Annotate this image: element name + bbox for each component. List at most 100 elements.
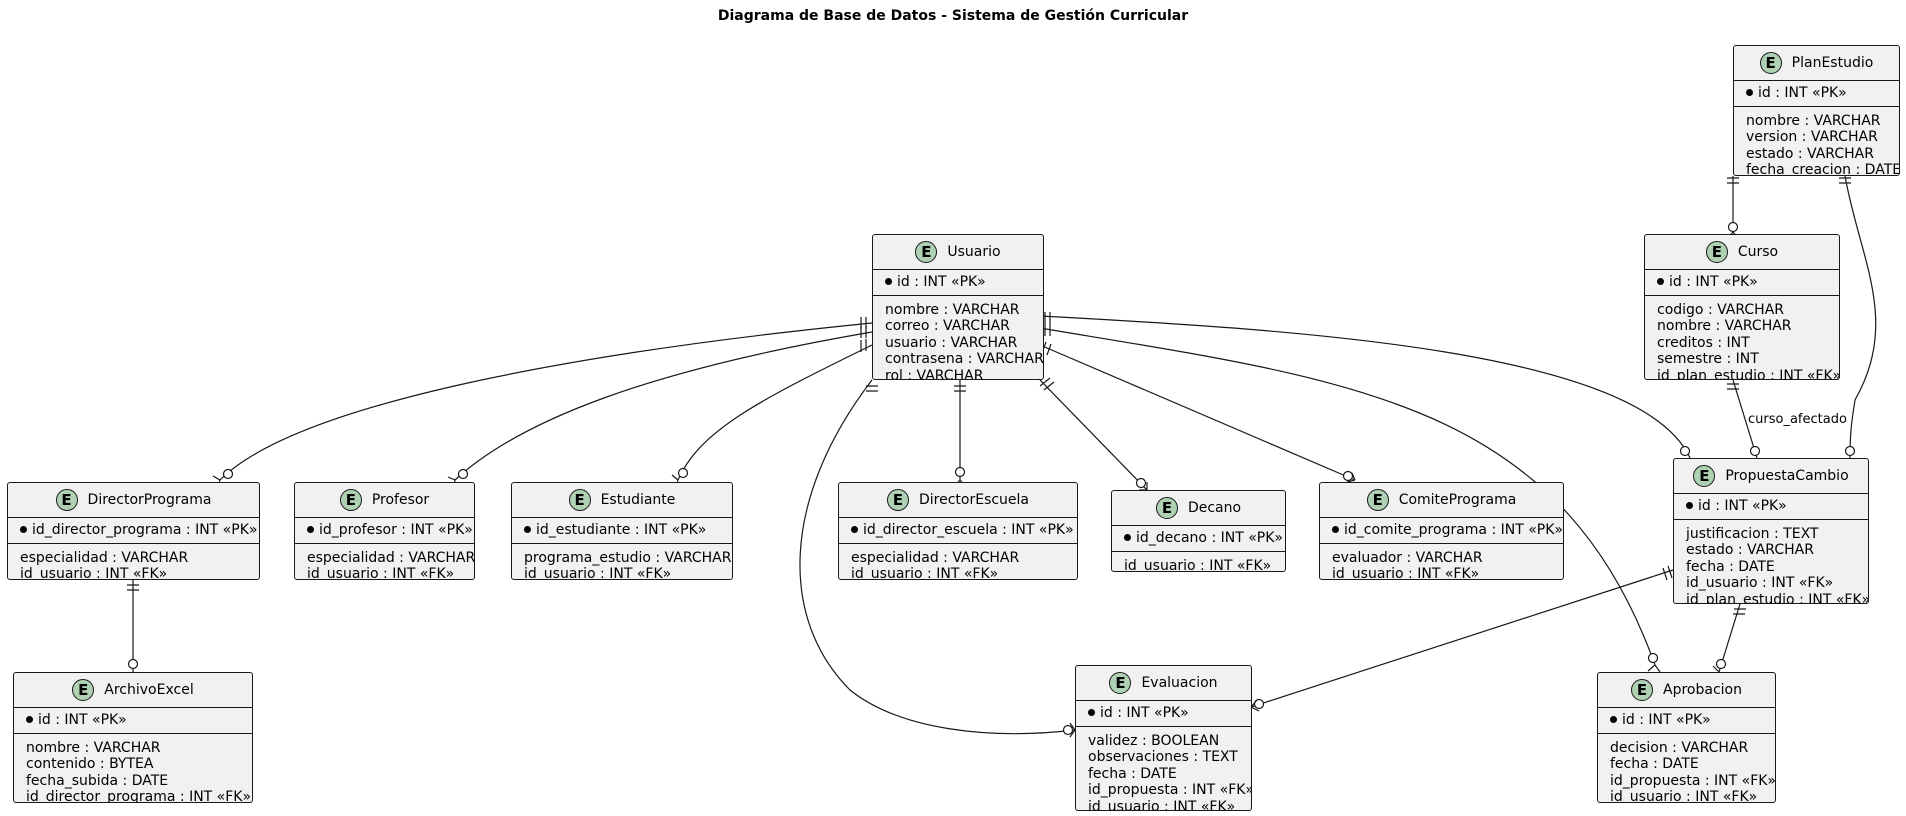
attribute-list: validez : BOOLEAN observaciones : TEXT f… (1076, 727, 1251, 811)
rel-usuario-profesor (447, 326, 873, 488)
rel-usuario-decano (1039, 377, 1148, 491)
primary-key-row: id_estudiante : INT «PK» (512, 518, 732, 544)
attribute: fecha : DATE (1610, 756, 1699, 772)
entity-comiteprograma[interactable]: E ComitePrograma id_comite_programa : IN… (1319, 482, 1564, 580)
entity-icon: E (568, 489, 591, 511)
rel-usuario-estudiante (671, 339, 873, 488)
attribute-list: nombre : VARCHAR version : VARCHAR estad… (1734, 107, 1899, 176)
attribute: contrasena : VARCHAR (885, 351, 1044, 367)
attribute: version : VARCHAR (1746, 129, 1878, 145)
entity-propuestacambio[interactable]: E PropuestaCambio id : INT «PK» justific… (1673, 458, 1869, 604)
attribute: especialidad : VARCHAR (20, 549, 189, 566)
entity-header: E PropuestaCambio (1674, 459, 1868, 494)
entity-name: Profesor (371, 491, 430, 508)
rel-propuesta-aprobacion (1712, 603, 1746, 679)
entity-header: E Aprobacion (1598, 673, 1775, 708)
entity-icon: E (1631, 679, 1654, 701)
rel-propuesta-evaluacion (1250, 565, 1674, 712)
attribute: usuario : VARCHAR (885, 334, 1018, 351)
rel-planestudio-curso (1726, 176, 1740, 240)
rel-usuario-comiteprograma (1039, 341, 1356, 483)
attribute: especialidad : VARCHAR (307, 549, 475, 566)
entity-icon: E (886, 489, 909, 511)
primary-key-row: id_profesor : INT «PK» (295, 518, 474, 544)
attribute: id_propuesta : INT «FK» (1610, 772, 1776, 789)
primary-key-icon (1746, 88, 1753, 96)
entity-header: E ArchivoExcel (14, 673, 252, 708)
attribute: fecha : DATE (1088, 765, 1177, 782)
entity-decano[interactable]: E Decano id_decano : INT «PK» id_usuario… (1111, 490, 1286, 572)
primary-key-icon (1657, 277, 1664, 285)
attribute: fecha : DATE (1686, 558, 1775, 575)
attribute: validez : BOOLEAN (1088, 732, 1220, 749)
entity-icon: E (339, 489, 362, 511)
primary-key-row: id_director_escuela : INT «PK» (839, 518, 1077, 544)
entity-directorescuela[interactable]: E DirectorEscuela id_director_escuela : … (838, 482, 1078, 580)
entity-icon: E (1366, 489, 1389, 511)
primary-key-icon (307, 525, 314, 533)
rel-usuario-directorescuela (953, 380, 967, 488)
entity-directorprograma[interactable]: E DirectorPrograma id_director_programa … (7, 482, 260, 580)
entity-profesor[interactable]: E Profesor id_profesor : INT «PK» especi… (294, 482, 475, 580)
entity-estudiante[interactable]: E Estudiante id_estudiante : INT «PK» pr… (511, 482, 733, 580)
entity-icon: E (1155, 497, 1178, 519)
entity-name: DirectorEscuela (918, 491, 1030, 508)
attribute: id_usuario : INT «FK» (1332, 566, 1480, 580)
attribute: id_usuario : INT «FK» (1610, 789, 1758, 803)
rel-directorprograma-archivoexcel (126, 580, 140, 680)
attribute: justificacion : TEXT (1686, 525, 1819, 542)
attribute: id_usuario : INT «FK» (20, 566, 168, 580)
attribute: estado : VARCHAR (1746, 145, 1874, 162)
attribute: id_usuario : INT «FK» (851, 566, 999, 580)
attribute-list: justificacion : TEXT estado : VARCHAR fe… (1674, 520, 1868, 604)
attribute-list: evaluador : VARCHAR id_usuario : INT «FK… (1320, 544, 1563, 580)
entity-curso[interactable]: E Curso id : INT «PK» codigo : VARCHAR n… (1644, 234, 1840, 380)
entity-name: Usuario (947, 243, 1001, 260)
entity-header: E Curso (1645, 235, 1839, 270)
entity-usuario[interactable]: E Usuario id : INT «PK» nombre : VARCHAR… (872, 234, 1044, 380)
primary-key-row: id : INT «PK» (1076, 701, 1251, 727)
entity-header: E PlanEstudio (1734, 46, 1899, 81)
entity-name: PlanEstudio (1791, 54, 1874, 71)
primary-key-row: id_director_programa : INT «PK» (8, 518, 259, 544)
attribute: id_director_programa : INT «FK» (26, 789, 252, 803)
attribute-list: id_usuario : INT «FK» (1112, 552, 1285, 572)
diagram-title: Diagrama de Base de Datos - Sistema de G… (717, 8, 1189, 24)
attribute-list: especialidad : VARCHAR id_usuario : INT … (839, 544, 1077, 580)
attribute: id_usuario : INT «FK» (1686, 575, 1834, 591)
attribute: id_usuario : INT «FK» (1124, 557, 1272, 572)
entity-header: E Usuario (873, 235, 1043, 270)
entity-evaluacion[interactable]: E Evaluacion id : INT «PK» validez : BOO… (1075, 665, 1252, 811)
attribute: id_usuario : INT «FK» (307, 566, 455, 580)
primary-key-row: id_comite_programa : INT «PK» (1320, 518, 1563, 544)
entity-name: Curso (1737, 243, 1779, 260)
entity-aprobacion[interactable]: E Aprobacion id : INT «PK» decision : VA… (1597, 672, 1776, 803)
entity-archivoexcel[interactable]: E ArchivoExcel id : INT «PK» nombre : VA… (13, 672, 253, 803)
entity-planestudio[interactable]: E PlanEstudio id : INT «PK» nombre : VAR… (1733, 45, 1900, 176)
attribute: id_usuario : INT «FK» (524, 566, 672, 580)
attribute: decision : VARCHAR (1610, 739, 1749, 756)
rel-usuario-aprobacion (1039, 324, 1661, 673)
attribute-list: especialidad : VARCHAR id_usuario : INT … (8, 544, 259, 580)
entity-header: E DirectorEscuela (839, 483, 1077, 518)
entity-name: Evaluacion (1141, 674, 1218, 691)
entity-name: Estudiante (600, 491, 676, 508)
primary-key-icon (885, 277, 892, 285)
attribute: observaciones : TEXT (1088, 749, 1238, 765)
primary-key-row: id : INT «PK» (1734, 81, 1899, 107)
entity-name: Aprobacion (1663, 681, 1742, 698)
attribute-list: decision : VARCHAR fecha : DATE id_propu… (1598, 734, 1776, 803)
primary-key-icon (1686, 501, 1693, 509)
attribute: id_plan_estudio : INT «FK» (1657, 367, 1840, 380)
entity-header: E Evaluacion (1076, 666, 1251, 701)
entity-icon: E (1693, 465, 1716, 487)
attribute-list: nombre : VARCHAR correo : VARCHAR usuari… (873, 296, 1044, 380)
attribute-list: programa_estudio : VARCHAR id_usuario : … (512, 544, 732, 580)
entity-icon: E (1705, 241, 1728, 263)
attribute: fecha_subida : DATE (26, 772, 169, 789)
attribute: rol : VARCHAR (885, 367, 984, 380)
primary-key-row: id : INT «PK» (1598, 708, 1775, 734)
attribute: semestre : INT (1657, 351, 1759, 367)
attribute: especialidad : VARCHAR (851, 549, 1020, 566)
